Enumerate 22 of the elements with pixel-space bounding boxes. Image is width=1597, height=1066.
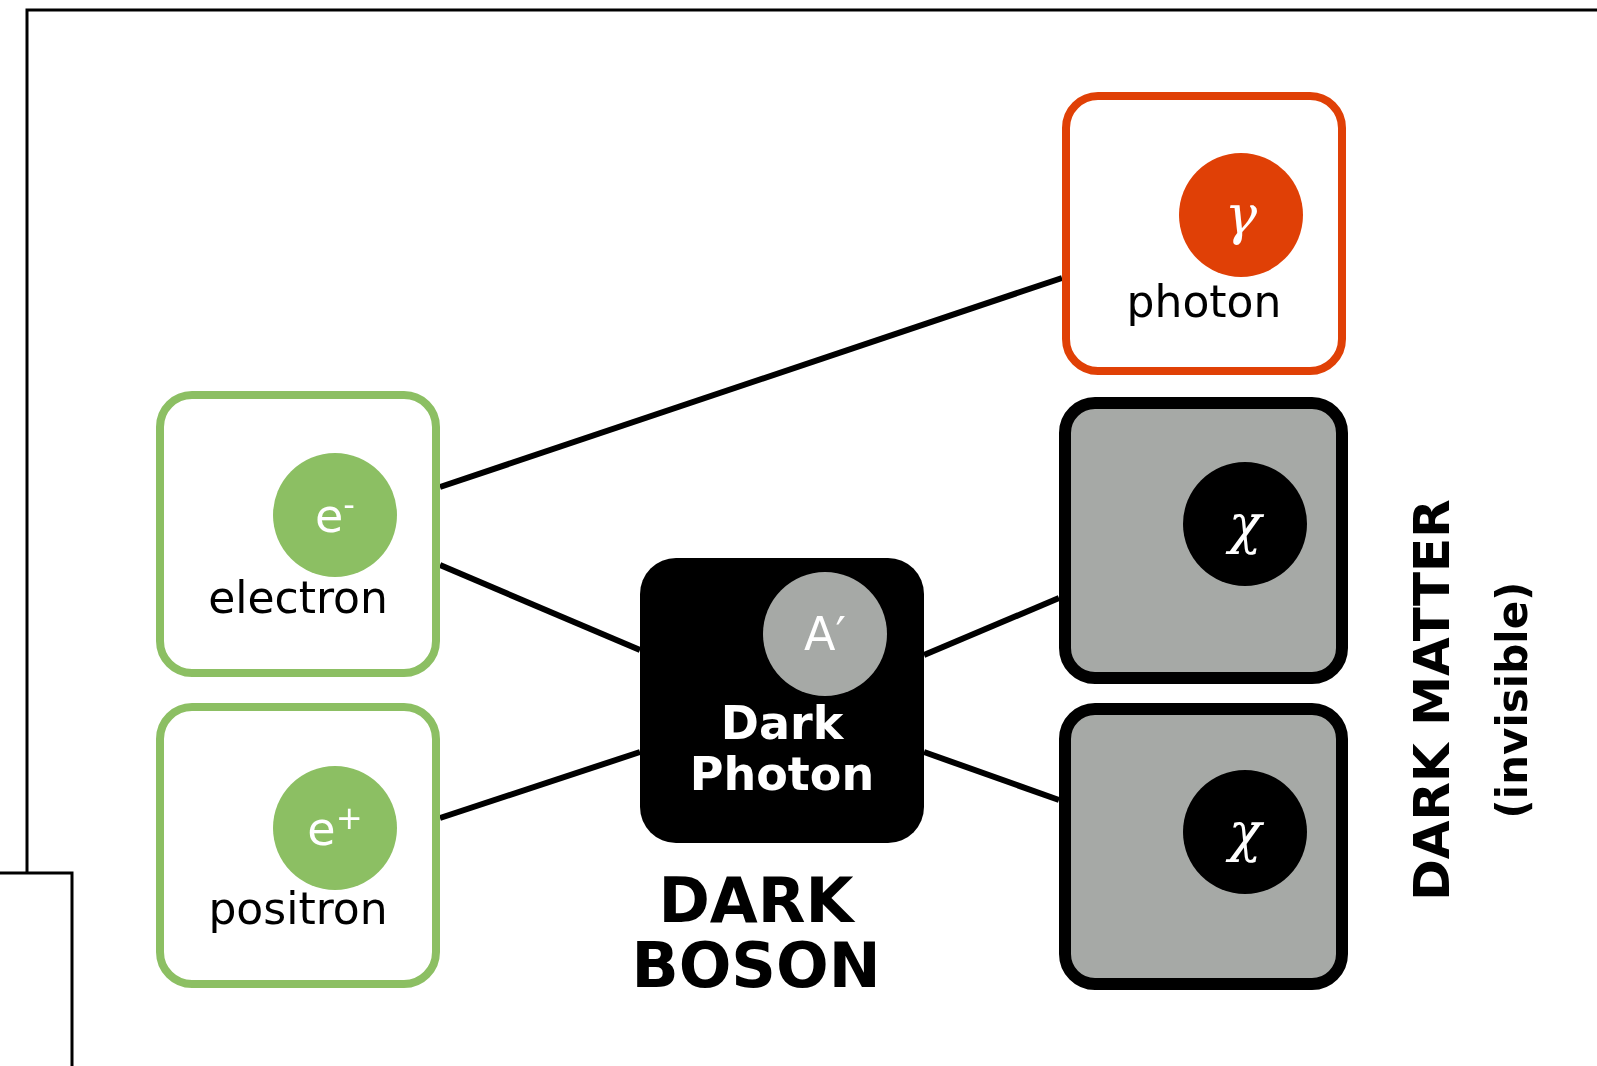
particle-name: electron	[207, 574, 389, 623]
connector-line	[922, 595, 1061, 658]
particle-symbol: e$^{+}$	[307, 799, 363, 857]
connector-line	[439, 275, 1063, 490]
connector-line	[438, 562, 642, 653]
hidden-particle-box	[1059, 703, 1348, 990]
group-heading: DARK BOSON	[630, 868, 882, 999]
particle-symbol: e$^{-}$	[315, 486, 355, 544]
particle-name: Dark Photon	[688, 698, 876, 800]
hidden-particle-box	[1059, 397, 1348, 684]
particle-symbol: γ	[1224, 183, 1258, 247]
group-heading: (invisible)	[1487, 581, 1537, 819]
particle-name: photon	[1125, 278, 1283, 327]
particle-box	[156, 703, 440, 988]
particle-symbol: A′	[804, 607, 846, 661]
particle-box	[640, 558, 924, 843]
particle-box	[1062, 92, 1346, 375]
particle-box	[156, 391, 440, 677]
particle-name: positron	[207, 885, 389, 934]
group-heading: DARK MATTER	[1403, 499, 1461, 901]
connector-line	[923, 749, 1060, 803]
connector-line	[439, 749, 641, 821]
